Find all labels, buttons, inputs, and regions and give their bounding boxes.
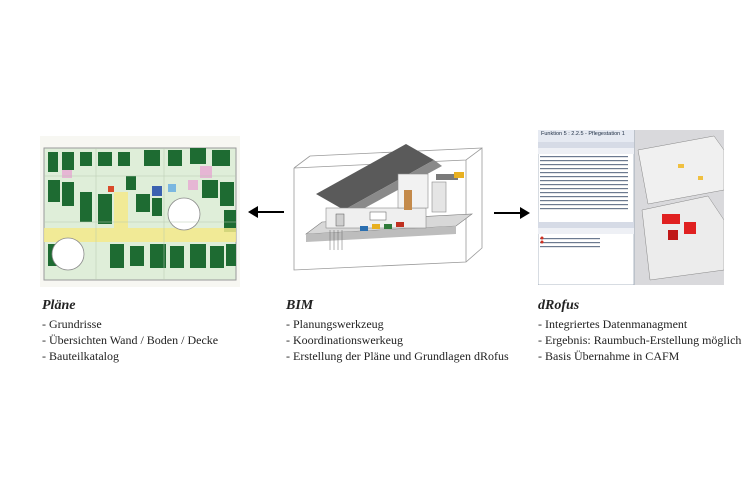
section-title: dRofus [538,298,580,313]
list-item: - Bauteilkatalog [42,349,119,363]
arrow-left-icon [248,206,284,218]
list-item: - Koordinationswerkeug [286,333,403,347]
list-item: - Grundrisse [42,317,102,331]
drofus-screenshot: Funktion 5 : 2.2.5 - Pflegestation 1 [538,130,724,285]
section-plaene: Pläne - Grundrisse - Übersichten Wand / … [42,298,218,364]
drofus-window-title: Funktion 5 : 2.2.5 - Pflegestation 1 [541,131,625,137]
bim-model-image [286,130,486,287]
arrow-right-icon [494,207,530,219]
list-item: - Integriertes Datenmanagment [538,317,688,331]
section-bim: BIM - Planungswerkzeug - Koordinationswe… [286,298,509,364]
section-title: Pläne [42,298,76,313]
list-item: - Übersichten Wand / Boden / Decke [42,333,219,347]
list-item: - Basis Übernahme in CAFM [538,349,680,363]
list-item: - Erstellung der Pläne und Grundlagen dR… [286,349,509,363]
floor-plan-image [40,136,240,287]
list-item: - Planungswerkzeug [286,317,384,331]
section-title: BIM [286,298,314,313]
section-drofus: dRofus - Integriertes Datenmanagment - E… [538,298,741,364]
list-item: - Ergebnis: Raumbuch-Erstellung möglich [538,333,742,347]
